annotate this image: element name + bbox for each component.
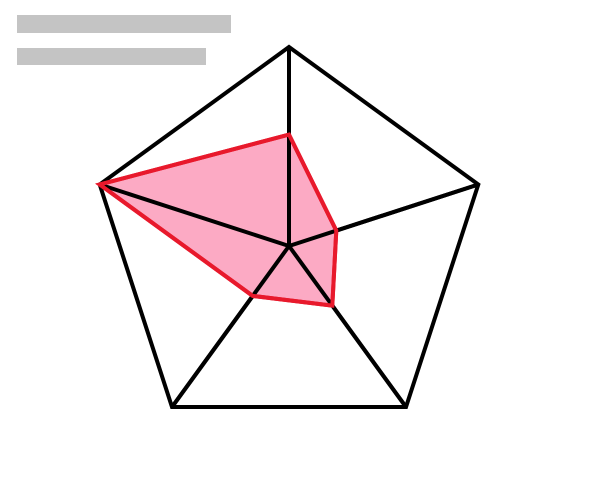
radar-outer-ring: [97, 44, 481, 409]
radar-series-layer: [95, 47, 479, 409]
subtitle-placeholder-bar: [17, 48, 206, 65]
radar-spoke-overlay-5: [99, 182, 290, 248]
title-placeholder-bar: [17, 15, 231, 33]
radar-spoke-overlay-3: [287, 244, 408, 409]
radar-series-1-outline: [95, 132, 339, 308]
radar-spoke-overlay-4: [170, 244, 291, 409]
radar-spoke-overlay-2: [288, 182, 479, 248]
